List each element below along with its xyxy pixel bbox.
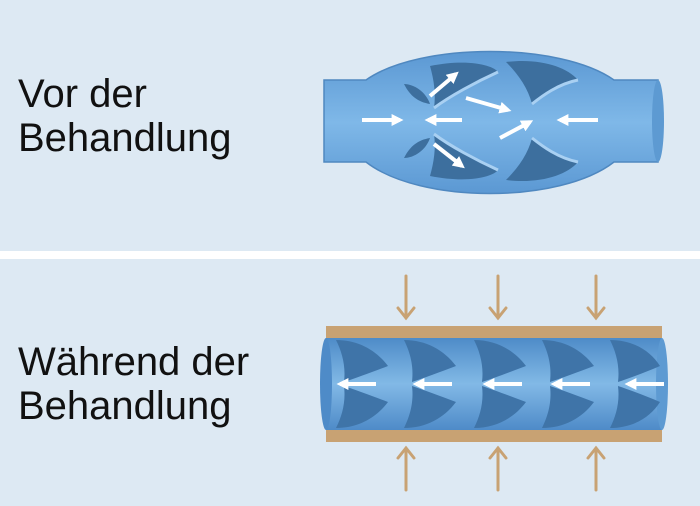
during-treatment-label: Während der Behandlung bbox=[18, 340, 249, 428]
dilated-vein bbox=[323, 50, 664, 195]
before-label-line2: Behandlung bbox=[18, 116, 232, 160]
during-label-line2: Behandlung bbox=[18, 384, 232, 428]
during-label-line1: Während der bbox=[18, 340, 250, 384]
compression-band-bottom bbox=[326, 430, 662, 442]
before-label-line1: Vor der bbox=[18, 72, 147, 116]
compressed-vein bbox=[320, 326, 668, 442]
venous-valve-icon bbox=[336, 340, 660, 428]
compression-arrow-icon bbox=[396, 274, 606, 492]
flow-arrow-icon bbox=[362, 71, 598, 169]
before-treatment-label: Vor der Behandlung bbox=[18, 72, 232, 160]
compression-band-top bbox=[326, 326, 662, 338]
